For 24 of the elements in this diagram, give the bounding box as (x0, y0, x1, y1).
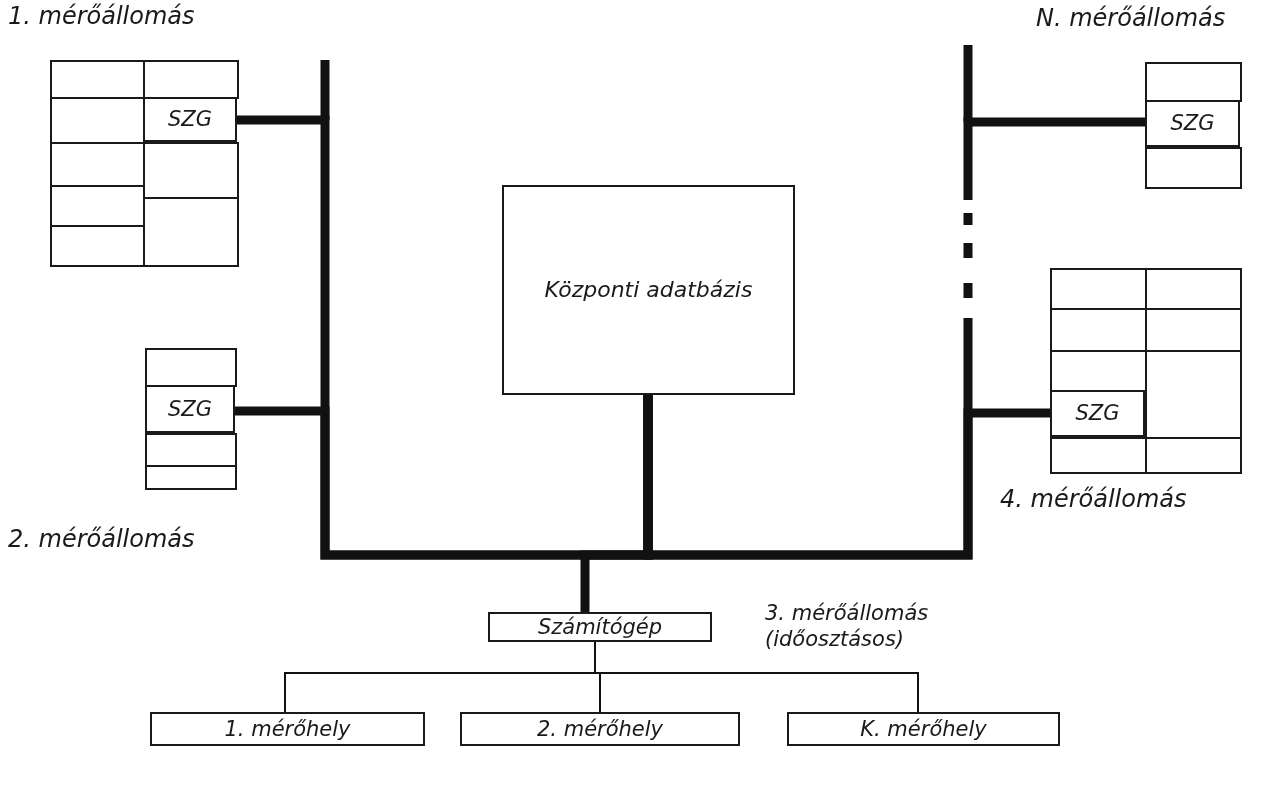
node-label: SZG (1075, 400, 1120, 427)
node-label: SZG (168, 106, 212, 133)
node-label: 2. mérőhely (536, 715, 664, 743)
interface-cell (1145, 100, 1240, 147)
node-label: SZG (1170, 110, 1215, 137)
measuring-point-box (460, 712, 740, 746)
station-heading: 2. mérőállomás (8, 525, 195, 553)
station-caption: 3. mérőállomás (időosztásos) (765, 600, 930, 653)
measuring-point-box (787, 712, 1060, 746)
connector-line (580, 395, 653, 612)
node-label: 1. mérőhely (224, 715, 351, 743)
node-label: Számítógép (537, 613, 663, 641)
node-label: K. mérőhely (860, 715, 987, 743)
station-heading: 4. mérőállomás (1000, 485, 1187, 513)
database-box (502, 185, 795, 395)
measuring-point-box (150, 712, 425, 746)
interface-cell (143, 97, 237, 142)
interface-cell (1050, 390, 1145, 437)
station-heading: N. mérőállomás (1036, 4, 1226, 32)
computer-box (488, 612, 712, 642)
station-heading: 1. mérőállomás (8, 2, 195, 30)
node-label: SZG (168, 395, 212, 423)
node-label: Központi adatbázis (544, 276, 753, 304)
interface-cell (145, 385, 235, 433)
